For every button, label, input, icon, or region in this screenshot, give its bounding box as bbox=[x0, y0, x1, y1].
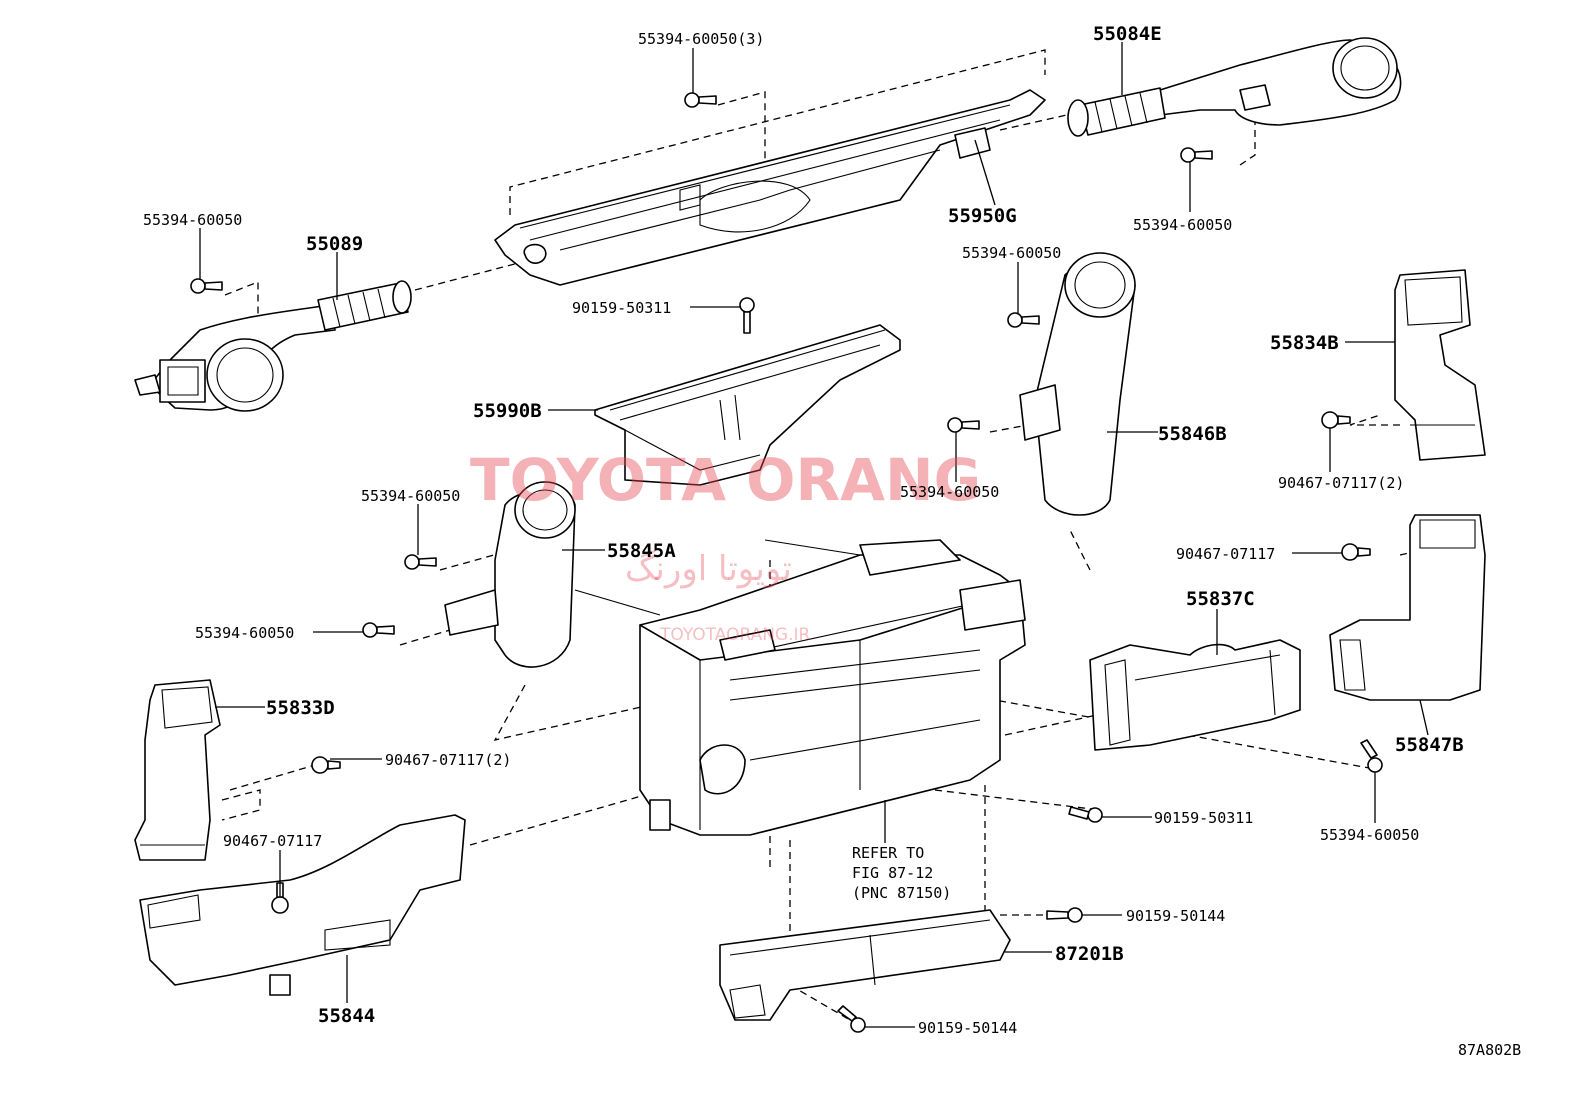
bolt-icon bbox=[404, 554, 437, 570]
label-55990b: 55990B bbox=[473, 400, 542, 422]
bolt-icon bbox=[1068, 806, 1103, 823]
label-55950g: 55950G bbox=[948, 205, 1017, 227]
label-55834b: 55834B bbox=[1270, 332, 1339, 354]
watermark-text: TOYOTA ORANG bbox=[470, 446, 981, 514]
clip-icon bbox=[1321, 411, 1351, 429]
duct-55837c bbox=[1089, 639, 1301, 751]
bolt-icon bbox=[947, 417, 980, 433]
duct-55844 bbox=[139, 814, 466, 996]
label-55844: 55844 bbox=[318, 1005, 375, 1027]
clip-icon bbox=[311, 756, 341, 774]
refer-note-line-1: REFER TO bbox=[852, 844, 924, 862]
label-90467-07117-l: 90467-07117 bbox=[223, 832, 322, 850]
label-55846b: 55846B bbox=[1158, 423, 1227, 445]
label-90467-07117-2-r: 90467-07117(2) bbox=[1278, 474, 1404, 492]
figure-code: 87A802B bbox=[1458, 1041, 1521, 1059]
label-55394-60050-tl: 55394-60050 bbox=[143, 211, 242, 229]
duct-55845a bbox=[444, 481, 576, 668]
part-labels: 55394-60050(3) 55084E 55394-60050 55089 … bbox=[143, 23, 1521, 1059]
label-55084e: 55084E bbox=[1093, 23, 1162, 45]
bolt-icon bbox=[190, 278, 223, 294]
bolt-icon bbox=[1046, 907, 1083, 923]
duct-55833d bbox=[134, 679, 221, 861]
bolt-icon bbox=[684, 92, 717, 108]
duct-55084e bbox=[1067, 37, 1402, 137]
bolt-icon bbox=[837, 1005, 866, 1033]
duct-55847b bbox=[1329, 514, 1486, 701]
duct-55834b bbox=[1394, 269, 1486, 461]
watermark-script-text: تویوتا اورنگ bbox=[625, 549, 792, 589]
duct-55950g bbox=[494, 89, 1046, 286]
duct-55846b bbox=[1019, 252, 1136, 516]
label-55394-60050-l2: 55394-60050 bbox=[195, 624, 294, 642]
label-55833d: 55833D bbox=[266, 697, 335, 719]
label-55394-60050-r: 55394-60050 bbox=[900, 483, 999, 501]
watermark-small-text: TOYOTAORANG.IR bbox=[659, 625, 811, 645]
bolt-icon bbox=[1360, 739, 1383, 773]
label-55845a: 55845A bbox=[607, 540, 676, 562]
label-90159-50311-top: 90159-50311 bbox=[572, 299, 671, 317]
leader-lines bbox=[199, 42, 1429, 1028]
refer-note-line-2: FIG 87-12 bbox=[852, 864, 933, 882]
label-55394-60050-tr: 55394-60050 bbox=[1133, 216, 1232, 234]
label-90467-07117-2-l: 90467-07117(2) bbox=[385, 751, 511, 769]
bolt-icon bbox=[1180, 147, 1213, 163]
bolt-icon bbox=[1007, 312, 1040, 328]
label-55394-60050-l1: 55394-60050 bbox=[361, 487, 460, 505]
bolt-icon bbox=[362, 622, 395, 638]
label-90159-50144-b: 90159-50144 bbox=[918, 1019, 1017, 1037]
label-55394-60050-mid: 55394-60050 bbox=[962, 244, 1061, 262]
label-90159-50144-r: 90159-50144 bbox=[1126, 907, 1225, 925]
label-55847b: 55847B bbox=[1395, 734, 1464, 756]
label-55089: 55089 bbox=[306, 233, 363, 255]
label-55394-60050-br: 55394-60050 bbox=[1320, 826, 1419, 844]
duct-55990b bbox=[594, 324, 901, 486]
duct-55089 bbox=[134, 280, 412, 412]
label-90467-07117-r: 90467-07117 bbox=[1176, 545, 1275, 563]
label-87201b: 87201B bbox=[1055, 943, 1124, 965]
watermark: TOYOTA ORANG تویوتا اورنگ TOYOTAORANG.IR bbox=[470, 446, 981, 645]
label-55394-60050-3: 55394-60050(3) bbox=[638, 30, 764, 48]
duct-87201b bbox=[719, 909, 1011, 1021]
refer-note-line-3: (PNC 87150) bbox=[852, 884, 951, 902]
label-55837c: 55837C bbox=[1186, 588, 1255, 610]
heater-unit bbox=[574, 539, 1026, 836]
fasteners bbox=[190, 92, 1383, 1033]
clip-icon bbox=[1341, 543, 1371, 561]
bolt-icon bbox=[739, 297, 755, 334]
label-90159-50311-bot: 90159-50311 bbox=[1154, 809, 1253, 827]
